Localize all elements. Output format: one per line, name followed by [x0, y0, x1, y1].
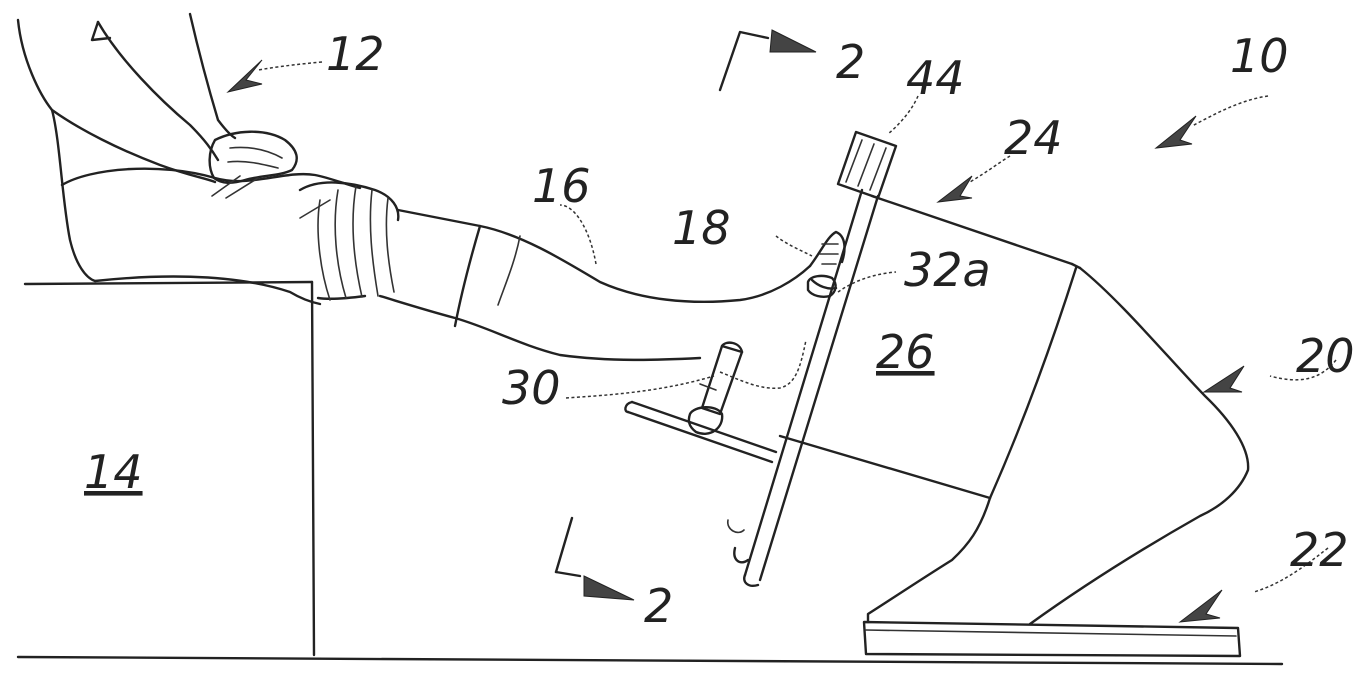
patient-body-12 — [18, 14, 360, 304]
label-14: 14 — [84, 445, 143, 499]
arrow-12 — [228, 60, 262, 92]
label-12: 12 — [326, 27, 385, 81]
label-section-top: 2 — [836, 35, 865, 89]
label-18: 18 — [672, 201, 731, 255]
floor-line — [18, 657, 1282, 664]
arrow-section-top — [770, 30, 816, 52]
arrowheads — [228, 30, 1244, 622]
label-26: 26 — [876, 325, 935, 379]
table-14 — [25, 282, 314, 655]
lower-leg-16 — [380, 210, 810, 360]
label-44: 44 — [906, 51, 965, 105]
arrow-22 — [1180, 590, 1222, 622]
foot-18 — [810, 232, 844, 289]
label-30: 30 — [502, 361, 561, 415]
arrow-24 — [938, 176, 972, 202]
label-section-bottom: 2 — [644, 579, 673, 633]
arrow-section-bottom — [584, 576, 634, 600]
label-20: 20 — [1296, 329, 1355, 383]
foot-plate-22 — [864, 622, 1240, 656]
arrow-10 — [1156, 116, 1196, 148]
section-lines — [556, 32, 768, 576]
label-16: 16 — [532, 159, 591, 213]
label-24: 24 — [1004, 111, 1063, 165]
pad-44 — [838, 132, 896, 198]
label-10: 10 — [1230, 29, 1289, 83]
upright-rail — [728, 190, 878, 586]
arrow-20 — [1204, 366, 1244, 392]
label-22: 22 — [1290, 523, 1349, 577]
label-32a: 32a — [904, 243, 991, 297]
